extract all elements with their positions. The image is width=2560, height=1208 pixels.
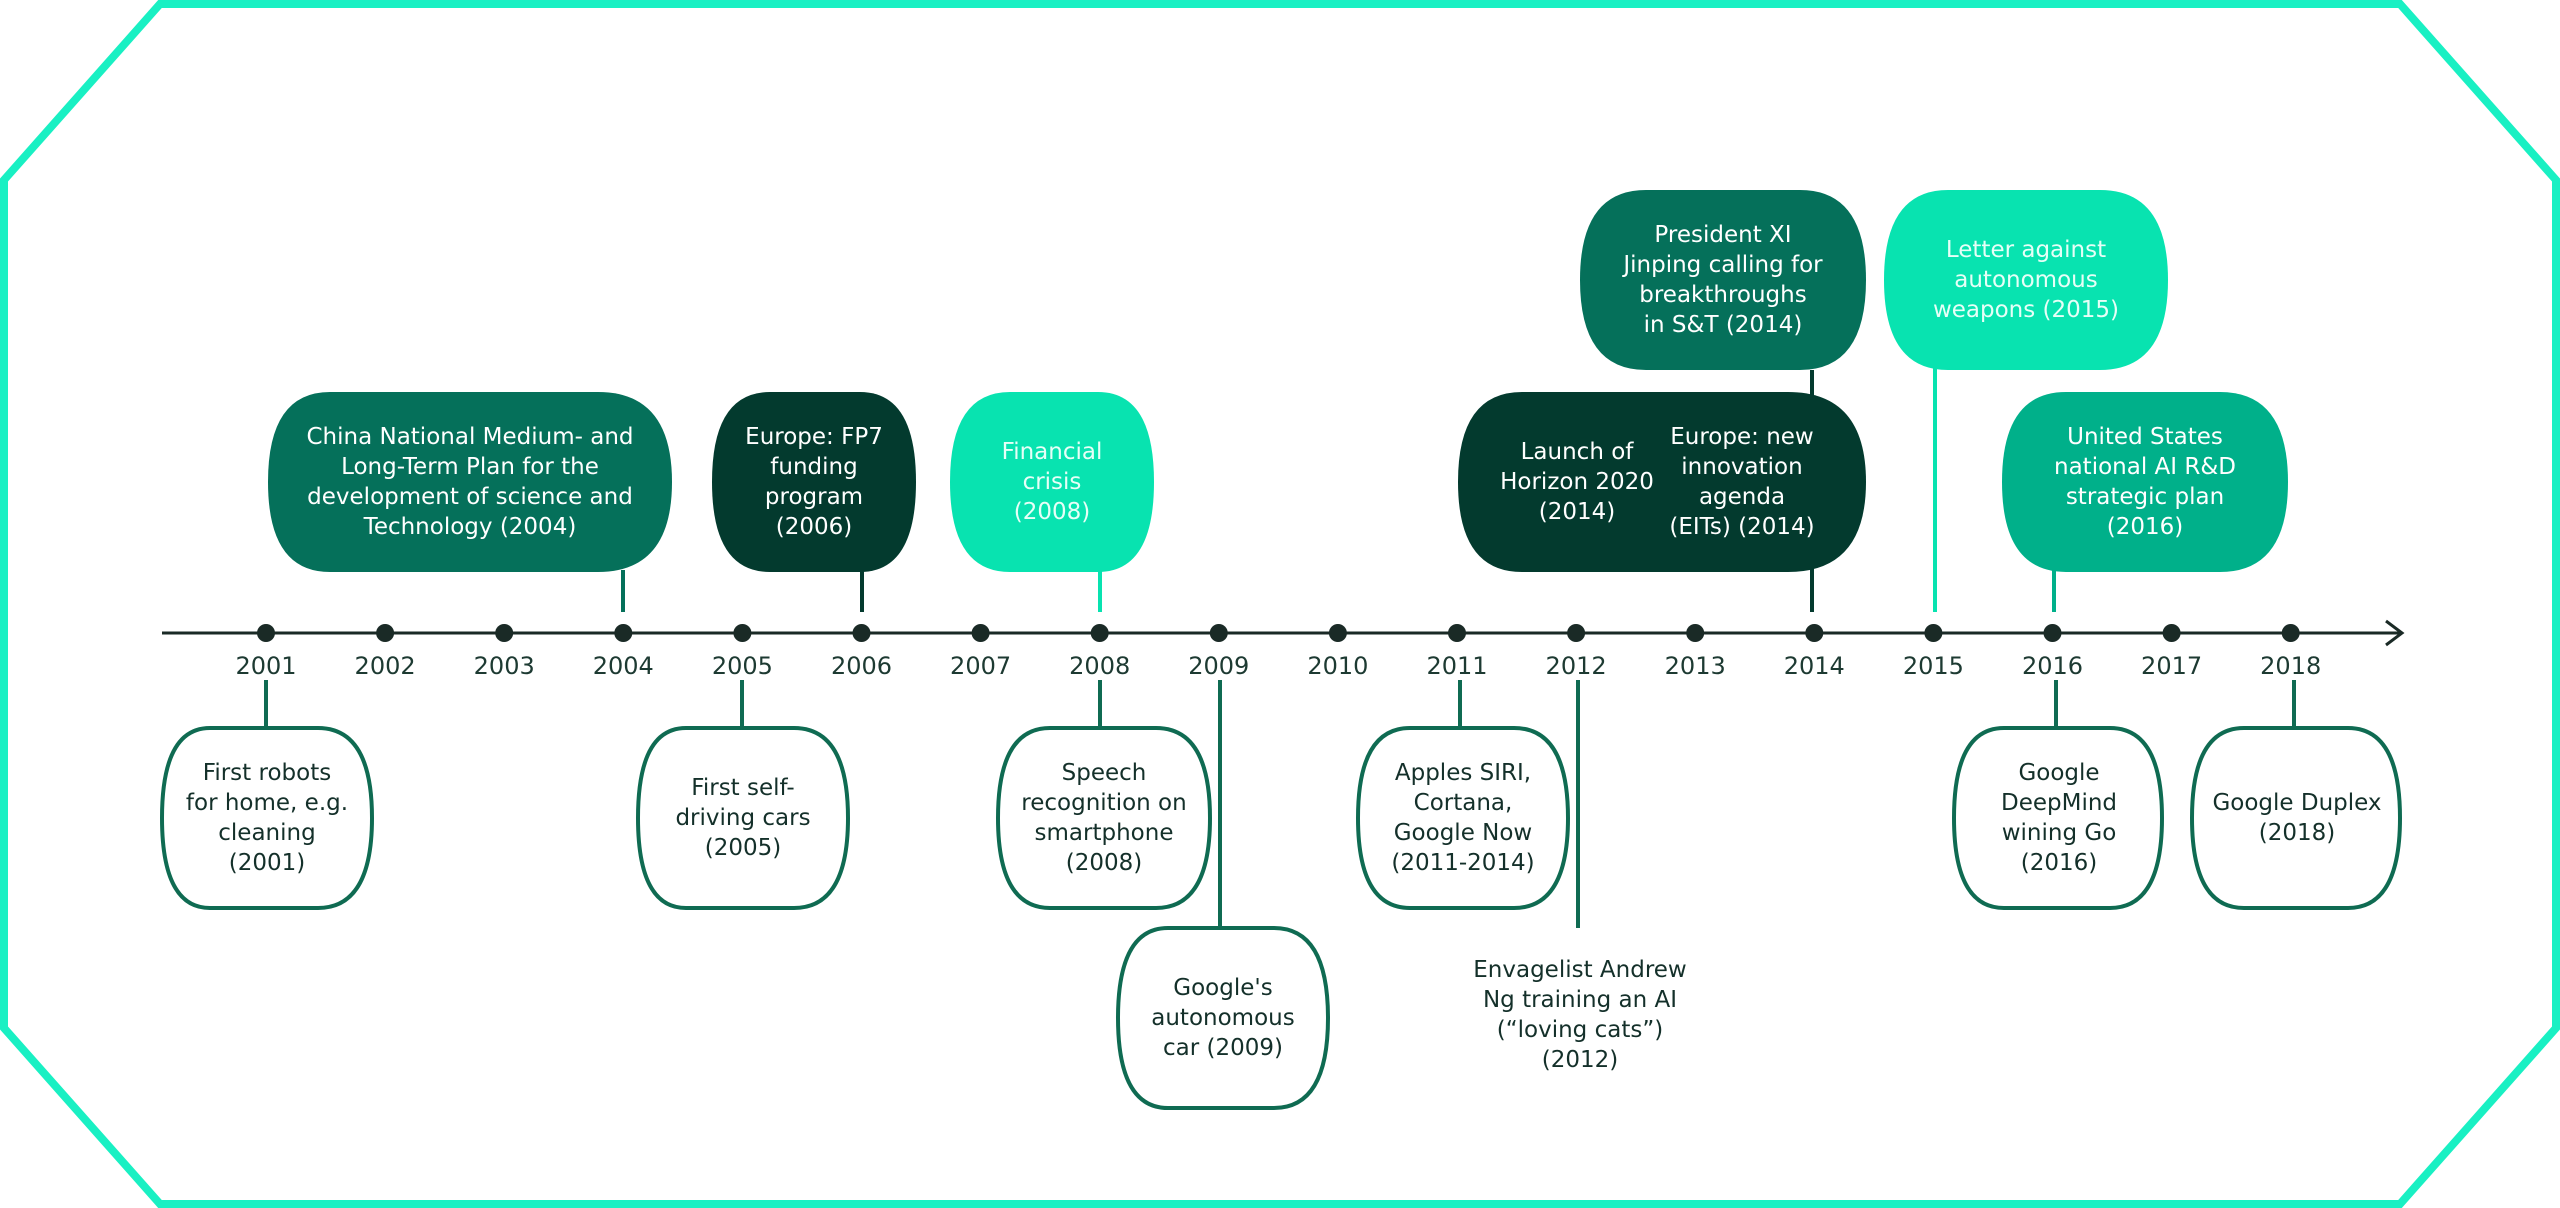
year-label-2016: 2016: [2022, 652, 2083, 680]
year-dot-2010: [1328, 624, 1347, 642]
year-dot-2001: [257, 624, 275, 642]
year-label-2012: 2012: [1546, 652, 1607, 680]
event-speech: Speech recognition on smartphone (2008): [1021, 760, 1187, 876]
year-label-2007: 2007: [950, 652, 1011, 680]
shape-xi-jinping: [1580, 190, 1866, 370]
event-robots: First robots for home, e.g. cleaning (20…: [185, 760, 349, 876]
year-dot-2013: [1686, 624, 1705, 642]
year-ticks: 2001 2002 2003 2004 2005 2006 2007 2008 2009 2010…: [235, 624, 2321, 680]
shape-fp7: [712, 392, 916, 572]
shape-robots: [159, 726, 375, 910]
event-horizon-2020: Launch of Horizon 2020 (2014): [1500, 439, 1654, 525]
year-label-2018: 2018: [2260, 652, 2321, 680]
events-below: [159, 680, 2403, 1110]
event-google-car: Google's autonomous car (2009): [1151, 975, 1295, 1061]
year-dot-2008: [1090, 624, 1109, 642]
shape-siri: [1355, 726, 1571, 910]
year-label-2008: 2008: [1069, 652, 1130, 680]
year-label-2005: 2005: [712, 652, 773, 680]
event-self-driving: First self- driving cars (2005): [675, 775, 811, 861]
event-fp7: Europe: FP7 funding program (2006): [745, 424, 883, 540]
event-financial-crisis: Financial crisis (2008): [1001, 439, 1103, 525]
year-label-2006: 2006: [831, 652, 892, 680]
event-andrew-ng: Envagelist Andrew Ng training an AI (“lo…: [1473, 957, 1687, 1073]
shape-speech: [995, 726, 1213, 910]
event-deepmind: Google DeepMind wining Go (2016): [2000, 760, 2118, 876]
year-label-2002: 2002: [355, 652, 416, 680]
year-label-2014: 2014: [1784, 652, 1845, 680]
event-us-plan: United States national AI R&D strategic …: [2054, 424, 2236, 540]
year-dot-2005: [733, 624, 752, 642]
event-siri: Apples SIRI, Cortana, Google Now (2011-2…: [1391, 760, 1535, 876]
event-china-plan: China National Medium- and Long-Term Pla…: [306, 424, 634, 540]
year-label-2011: 2011: [1426, 652, 1487, 680]
year-label-2001: 2001: [235, 652, 296, 680]
event-duplex: Google Duplex (2018): [2212, 790, 2382, 846]
year-dot-2004: [614, 624, 633, 642]
year-dot-2011: [1448, 624, 1466, 642]
event-autonomous-weapons: Letter against autonomous weapons (2015): [1932, 237, 2120, 323]
shape-horizon-agenda: [1458, 392, 1866, 572]
year-dot-2018: [2281, 624, 2300, 642]
year-label-2013: 2013: [1665, 652, 1726, 680]
year-label-2015: 2015: [1903, 652, 1964, 680]
year-dot-2017: [2162, 624, 2181, 642]
event-innovation-agenda: Europe: new innovation agenda (EITs) (20…: [1669, 424, 1815, 540]
year-label-2003: 2003: [474, 652, 535, 680]
shape-google-car: [1115, 926, 1331, 1110]
timeline-arrowhead: [2385, 619, 2405, 647]
year-dot-2002: [376, 624, 395, 642]
shape-us-plan: [2002, 392, 2288, 572]
year-label-2017: 2017: [2141, 652, 2202, 680]
year-dot-2003: [495, 624, 514, 642]
shape-china-plan: [268, 392, 672, 572]
shape-self-driving: [635, 726, 851, 910]
shape-deepmind: [1951, 726, 2165, 910]
year-dot-2007: [971, 624, 990, 642]
events-above: [268, 190, 2288, 612]
year-label-2010: 2010: [1307, 652, 1368, 680]
shape-autonomous-weapons: [1884, 190, 2168, 370]
year-dot-2014: [1805, 624, 1824, 642]
event-xi-jinping: President XI Jinping calling for breakth…: [1623, 222, 1823, 338]
year-dot-2009: [1209, 624, 1228, 642]
year-dot-2006: [852, 624, 871, 642]
year-dot-2016: [2043, 624, 2062, 642]
shape-duplex: [2189, 726, 2403, 910]
year-dot-2012: [1567, 624, 1586, 642]
shape-financial-crisis: [950, 392, 1154, 572]
year-label-2009: 2009: [1188, 652, 1249, 680]
year-label-2004: 2004: [593, 652, 654, 680]
year-dot-2015: [1924, 624, 1943, 642]
